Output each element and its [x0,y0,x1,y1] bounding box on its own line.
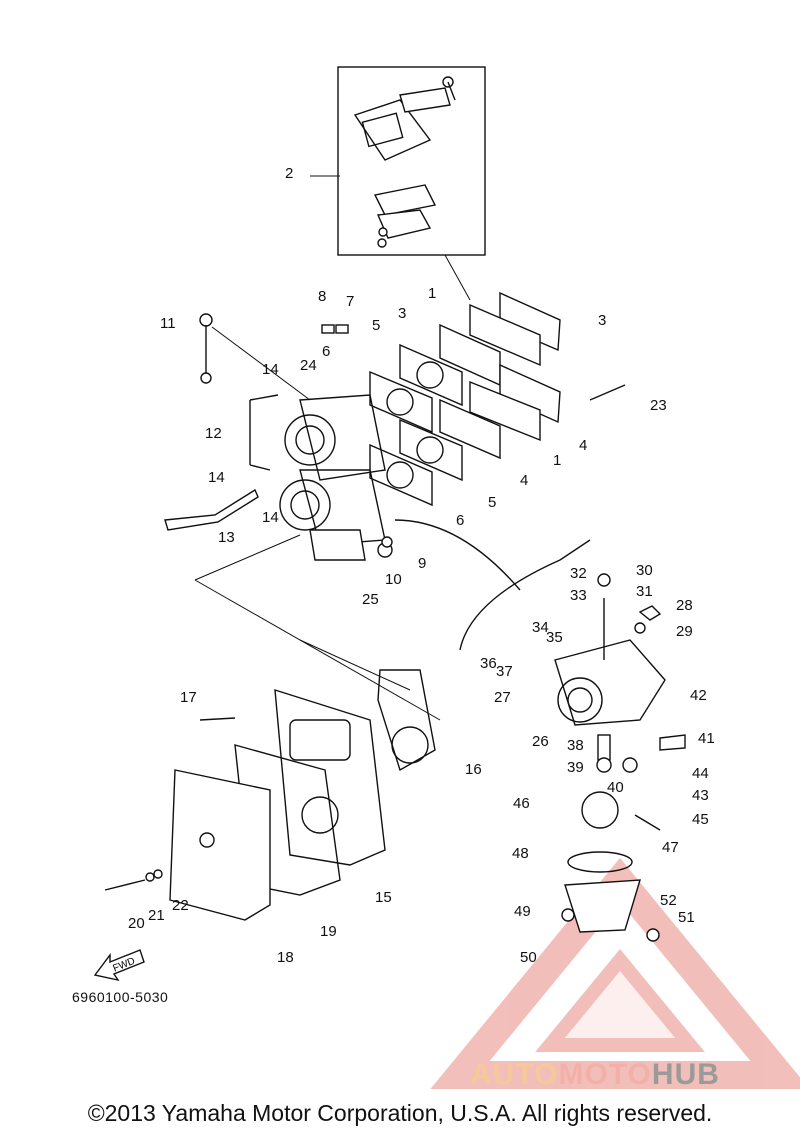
callout-35: 35 [546,629,563,646]
callout-20: 20 [128,915,145,932]
callout-11: 11 [160,315,176,332]
callout-33: 33 [570,587,587,604]
callout-15: 15 [375,889,392,906]
callout-7: 7 [346,293,354,310]
watermark-logo [430,857,800,1089]
callout-51: 51 [678,909,695,926]
callout-14: 14 [262,509,279,526]
callout-25: 25 [362,591,379,608]
callout-50: 50 [520,949,537,966]
carburetor-detail [394,519,686,942]
callout-52: 52 [660,892,677,909]
callout-41: 41 [698,730,715,747]
reed-valve-inset [310,66,486,301]
callout-3: 3 [398,305,406,322]
callout-38: 38 [567,737,584,754]
callout-6: 6 [456,512,464,529]
callout-27: 27 [494,689,511,706]
callout-3: 3 [598,312,606,329]
copyright-notice: ©2013 Yamaha Motor Corporation, U.S.A. A… [87,1100,713,1126]
callout-12: 12 [205,425,222,442]
callout-6: 6 [322,343,330,360]
callout-10: 10 [385,571,402,588]
callout-22: 22 [172,897,189,914]
watermark-text-moto: MOTO [558,1058,652,1091]
reference-code: 6960100-5030 [72,989,169,1005]
fwd-arrow: FWD [93,949,145,982]
callout-31: 31 [636,583,653,600]
callout-9: 9 [418,555,426,572]
callout-29: 29 [676,623,693,640]
callout-1: 1 [428,285,436,302]
callout-44: 44 [692,765,709,782]
callout-34: 34 [532,619,549,636]
callout-45: 45 [692,811,709,828]
callout-13: 13 [218,529,235,546]
callout-4: 4 [520,472,528,489]
callout-8: 8 [318,288,326,305]
callout-18: 18 [277,949,294,966]
watermark-text-hub: HUB [651,1058,720,1091]
callout-24: 24 [300,357,317,374]
callout-23: 23 [650,397,667,414]
callout-14: 14 [262,361,279,378]
callout-5: 5 [372,317,380,334]
callout-19: 19 [320,923,337,940]
callout-2: 2 [285,165,293,182]
callout-48: 48 [512,845,529,862]
callout-5: 5 [488,494,496,511]
callout-32: 32 [570,565,587,582]
callout-4: 4 [579,437,587,454]
callout-42: 42 [690,687,707,704]
callout-43: 43 [692,787,709,804]
leader-lines [194,326,441,721]
carburetor-assembly [164,313,393,561]
callout-47: 47 [662,839,679,856]
callout-14: 14 [208,469,225,486]
callout-37: 37 [496,663,513,680]
gasket-stack [321,291,626,507]
callout-17: 17 [180,689,197,706]
callout-1: 1 [553,452,561,469]
watermark-text: AUTOMOTOHUB [470,1058,720,1092]
intake-silencer [104,669,436,921]
callout-46: 46 [513,795,530,812]
callout-40: 40 [607,779,624,796]
watermark-text-auto: AUTO [470,1058,559,1091]
callout-49: 49 [514,903,531,920]
callout-28: 28 [676,597,693,614]
callout-36: 36 [480,655,497,672]
callout-30: 30 [636,562,653,579]
callout-39: 39 [567,759,584,776]
callout-26: 26 [532,733,549,750]
callout-21: 21 [148,907,165,924]
callout-16: 16 [465,761,482,778]
fwd-label: FWD [112,956,137,975]
